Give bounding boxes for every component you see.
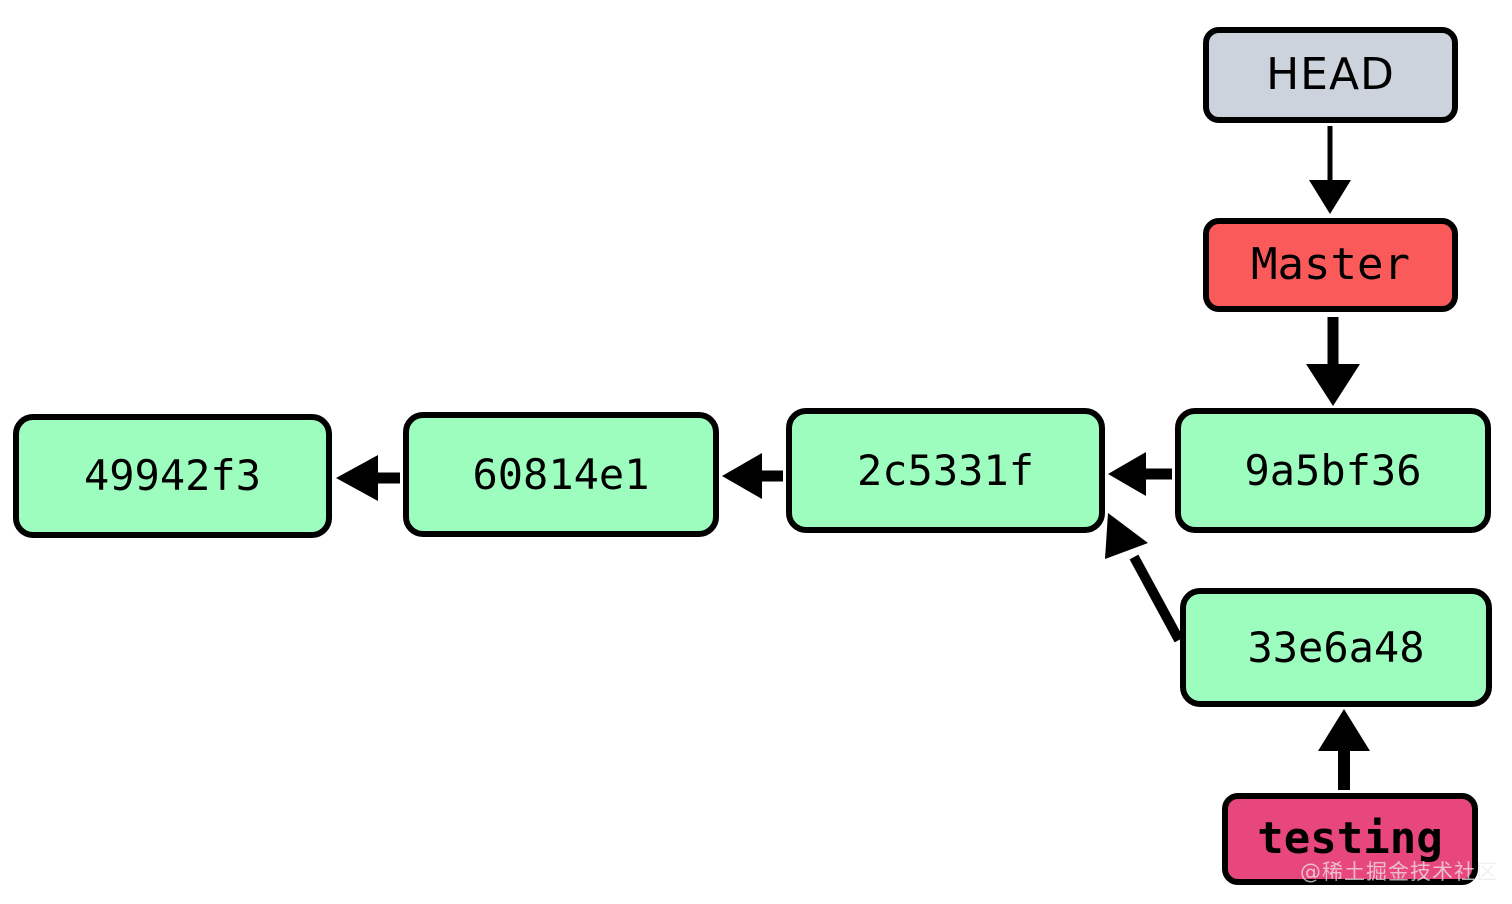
node-commit-33e6a48-label: 33e6a48 <box>1247 622 1425 672</box>
node-head-label: HEAD <box>1266 49 1395 100</box>
edge-60814e1-to-49942f3 <box>336 455 400 501</box>
node-commit-60814e1[interactable]: 60814e1 <box>403 412 719 537</box>
node-commit-49942f3[interactable]: 49942f3 <box>13 414 332 538</box>
edge-testing-to-33e6a48 <box>1318 709 1370 790</box>
node-commit-49942f3-label: 49942f3 <box>83 451 261 500</box>
node-testing-label: testing <box>1257 813 1443 864</box>
node-commit-9a5bf36-label: 9a5bf36 <box>1244 445 1422 495</box>
edge-2c5331f-to-60814e1 <box>722 453 783 499</box>
edge-master-to-9a5bf36 <box>1306 317 1360 406</box>
node-commit-60814e1-label: 60814e1 <box>472 449 650 499</box>
node-commit-9a5bf36[interactable]: 9a5bf36 <box>1175 408 1491 533</box>
watermark-text: @稀土掘金技术社区 <box>1300 860 1498 884</box>
node-testing-branch[interactable]: testing <box>1222 793 1478 885</box>
node-commit-2c5331f-label: 2c5331f <box>856 445 1034 495</box>
edge-9a5bf36-to-2c5331f <box>1108 452 1172 496</box>
node-head[interactable]: HEAD <box>1203 27 1458 123</box>
edge-33e6a48-to-2c5331f <box>1105 513 1184 643</box>
node-commit-33e6a48[interactable]: 33e6a48 <box>1180 588 1492 707</box>
edge-head-to-master <box>1309 126 1351 214</box>
node-master-label: Master <box>1251 239 1410 290</box>
node-commit-2c5331f[interactable]: 2c5331f <box>786 408 1105 533</box>
node-master-branch[interactable]: Master <box>1203 218 1458 312</box>
